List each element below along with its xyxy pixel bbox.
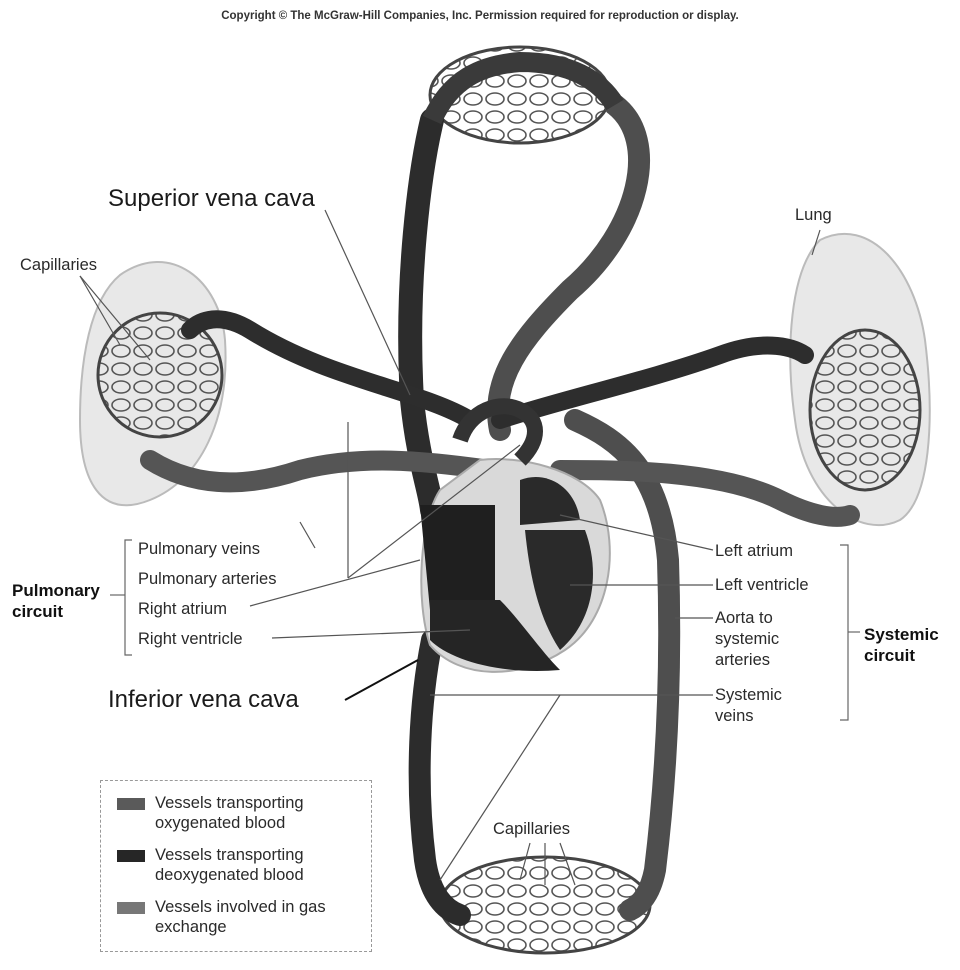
capillary-network-right-lung xyxy=(810,330,920,490)
label-left-atrium: Left atrium xyxy=(715,542,793,561)
legend-item-deoxygenated: Vessels transporting deoxygenated blood xyxy=(117,845,365,885)
systemic-bracket xyxy=(840,545,848,720)
legend: Vessels transporting oxygenated blood Ve… xyxy=(100,780,372,952)
label-capillaries-bottom: Capillaries xyxy=(493,820,570,839)
label-pulmonary-circuit: Pulmonary circuit xyxy=(12,580,112,622)
label-systemic-veins: Systemic veins xyxy=(715,685,815,727)
legend-swatch-deoxygenated xyxy=(117,850,145,862)
label-capillaries-lung: Capillaries xyxy=(20,256,97,275)
label-inferior-vena-cava: Inferior vena cava xyxy=(108,686,299,714)
label-pulmonary-veins: Pulmonary veins xyxy=(138,540,260,559)
label-systemic-circuit: Systemic circuit xyxy=(864,624,954,666)
capillary-network-left-lung xyxy=(98,313,222,437)
label-left-ventricle: Left ventricle xyxy=(715,576,809,595)
right-atrium-shape xyxy=(420,505,495,610)
label-superior-vena-cava: Superior vena cava xyxy=(108,185,315,213)
label-right-atrium: Right atrium xyxy=(138,600,227,619)
label-right-ventricle: Right ventricle xyxy=(138,630,243,649)
pulmonary-bracket xyxy=(125,540,132,655)
copyright-notice: Copyright © The McGraw-Hill Companies, I… xyxy=(0,10,960,22)
legend-text-gas-exchange: Vessels involved in gas exchange xyxy=(155,897,365,937)
pulmonary-artery-right xyxy=(500,346,805,420)
pulmonary-artery-left xyxy=(190,319,470,420)
legend-swatch-gas-exchange xyxy=(117,902,145,914)
legend-text-deoxygenated: Vessels transporting deoxygenated blood xyxy=(155,845,365,885)
label-lung: Lung xyxy=(795,206,832,225)
pulmonary-vein-left xyxy=(150,460,490,482)
legend-item-oxygenated: Vessels transporting oxygenated blood xyxy=(117,793,365,833)
label-aorta: Aorta to systemic arteries xyxy=(715,608,825,671)
legend-item-gas-exchange: Vessels involved in gas exchange xyxy=(117,897,365,937)
legend-swatch-oxygenated xyxy=(117,798,145,810)
superior-vena-cava-vessel xyxy=(410,120,432,510)
inferior-vena-cava-vessel xyxy=(420,640,460,915)
heart xyxy=(420,406,610,672)
label-pulmonary-arteries: Pulmonary arteries xyxy=(138,570,276,589)
legend-text-oxygenated: Vessels transporting oxygenated blood xyxy=(155,793,365,833)
